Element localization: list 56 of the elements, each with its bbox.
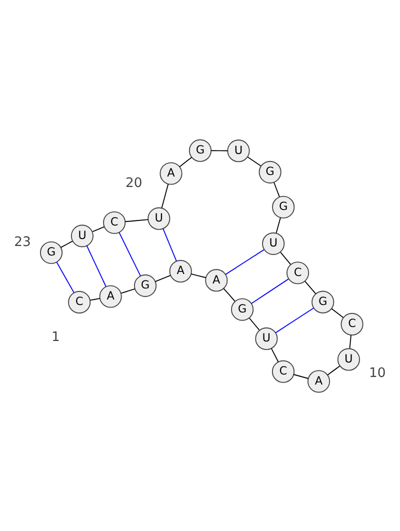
connector [274,182,280,197]
node-circle: U [227,139,250,162]
connector [162,228,177,262]
node-circle: C [68,290,91,313]
connector [304,280,316,294]
connector [223,288,236,302]
node-circle: C [286,261,310,284]
connector [179,156,192,167]
connector [270,347,279,362]
connector [293,374,309,378]
node-circle: C [340,312,364,336]
connector [154,274,171,282]
label: 20 [126,175,142,190]
connector [331,308,344,318]
connector [280,251,292,264]
node-circle: U [262,232,285,254]
node-circle: U [255,326,278,350]
node-circle: A [169,259,192,282]
connector [118,232,141,276]
connector [60,240,73,248]
connector [327,364,340,375]
connector [90,298,100,300]
node-circle: G [40,240,63,264]
connector [86,244,106,286]
connector [124,218,149,222]
connector [276,216,281,233]
connector [190,272,206,278]
node-circle: U [70,224,94,247]
connector [275,307,314,333]
connector [161,183,169,208]
node-circle: A [205,268,228,292]
node-circle: A [99,284,122,308]
connector [247,156,262,166]
connector [120,288,136,294]
connector [251,278,289,304]
node-circle: C [272,360,295,382]
node-circle: C [103,210,126,234]
connector [248,317,260,330]
node-circle: G [231,298,254,320]
node-circle: U [337,348,360,370]
node-circle: G [188,138,212,162]
node-circle: A [160,162,182,184]
connector [56,261,74,293]
connector [92,226,105,232]
connector [349,334,352,348]
connector [225,248,264,274]
node-circle: G [272,195,295,218]
node-circle: G [134,274,157,296]
node-circle: A [307,370,330,392]
label: 1 [51,330,60,344]
connector [210,150,228,151]
node-circle: U [148,206,170,230]
node-circle: G [258,160,282,183]
node-circle: G [312,290,334,313]
label: 10 [369,365,386,380]
label: 23 [14,234,31,250]
